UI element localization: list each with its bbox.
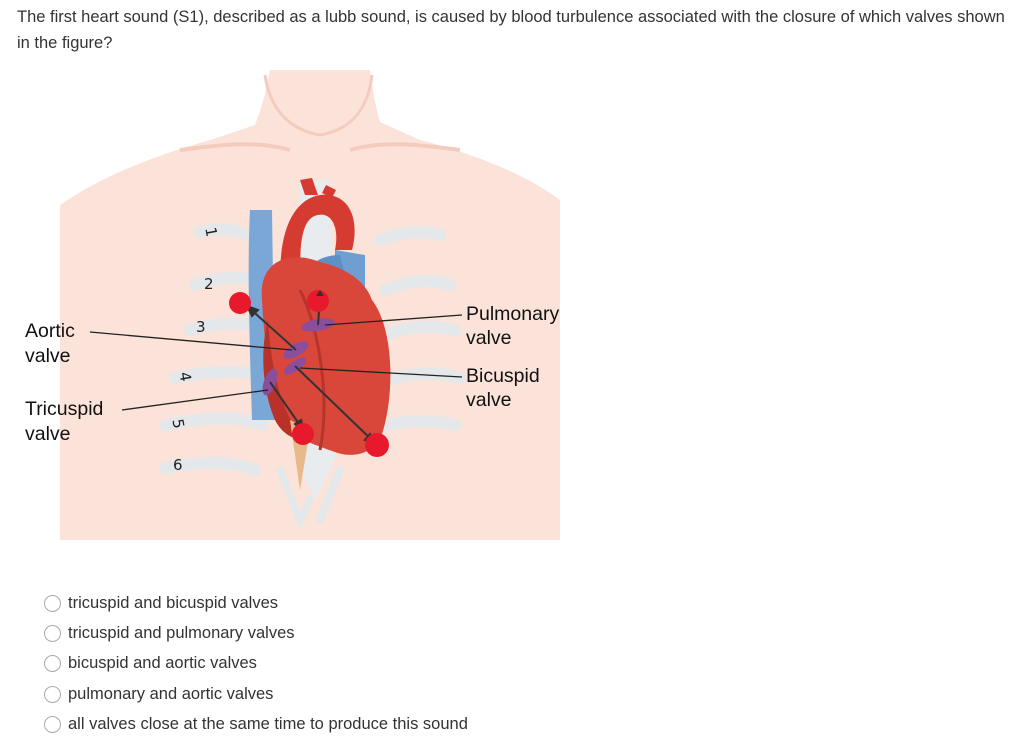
option-pulmonary-aortic[interactable]: pulmonary and aortic valves bbox=[44, 679, 468, 709]
radio-button[interactable] bbox=[44, 715, 61, 733]
aortic-label-line1: Aortic bbox=[25, 320, 75, 342]
option-tricuspid-pulmonary[interactable]: tricuspid and pulmonary valves bbox=[44, 618, 468, 648]
option-tricuspid-bicuspid[interactable]: tricuspid and bicuspid valves bbox=[44, 588, 468, 618]
option-bicuspid-aortic[interactable]: bicuspid and aortic valves bbox=[44, 649, 468, 679]
option-all-valves[interactable]: all valves close at the same time to pro… bbox=[44, 709, 468, 739]
bicuspid-leader-line bbox=[299, 367, 463, 378]
option-label: all valves close at the same time to pro… bbox=[68, 714, 468, 733]
rib-number-1: 1 bbox=[201, 226, 220, 239]
rib-number-2: 2 bbox=[204, 275, 214, 293]
bicuspid-label-line1: Bicuspid bbox=[466, 365, 540, 387]
answer-options: tricuspid and bicuspid valves tricuspid … bbox=[44, 588, 468, 739]
radio-button[interactable] bbox=[44, 685, 61, 703]
pulmonary-label-line1: Pulmonary bbox=[466, 303, 559, 325]
tricuspid-label-line2: valve bbox=[25, 423, 71, 445]
tricuspid-label-line1: Tricuspid bbox=[25, 398, 103, 420]
radio-button[interactable] bbox=[44, 594, 61, 612]
radio-button[interactable] bbox=[44, 655, 61, 673]
rib-number-4: 4 bbox=[175, 370, 194, 383]
tricuspid-leader-line bbox=[121, 389, 269, 411]
bicuspid-auscultation-point bbox=[365, 433, 389, 457]
heart bbox=[261, 257, 391, 455]
heart-illustration: 1 2 3 4 5 6 Aortic valve Tricuspid valve… bbox=[25, 70, 560, 540]
aortic-leader-line bbox=[89, 331, 293, 351]
aortic-auscultation-point bbox=[229, 292, 251, 314]
bicuspid-label-line2: valve bbox=[466, 389, 512, 411]
option-label: pulmonary and aortic valves bbox=[68, 684, 274, 703]
rib-number-5: 5 bbox=[168, 417, 187, 430]
rib-number-3: 3 bbox=[196, 318, 206, 336]
option-label: tricuspid and pulmonary valves bbox=[68, 623, 295, 642]
question-text: The first heart sound (S1), described as… bbox=[17, 8, 1005, 52]
pulmonary-label-line2: valve bbox=[466, 327, 512, 349]
radio-button[interactable] bbox=[44, 624, 61, 642]
rib-number-6: 6 bbox=[173, 456, 183, 474]
option-label: bicuspid and aortic valves bbox=[68, 654, 257, 673]
option-label: tricuspid and bicuspid valves bbox=[68, 593, 279, 612]
aortic-label-line2: valve bbox=[25, 345, 71, 367]
pulmonary-leader-line bbox=[324, 314, 463, 326]
heart-valves-figure: 1 2 3 4 5 6 Aortic valve Tricuspid valve… bbox=[0, 60, 620, 540]
tricuspid-auscultation-point bbox=[292, 423, 314, 445]
